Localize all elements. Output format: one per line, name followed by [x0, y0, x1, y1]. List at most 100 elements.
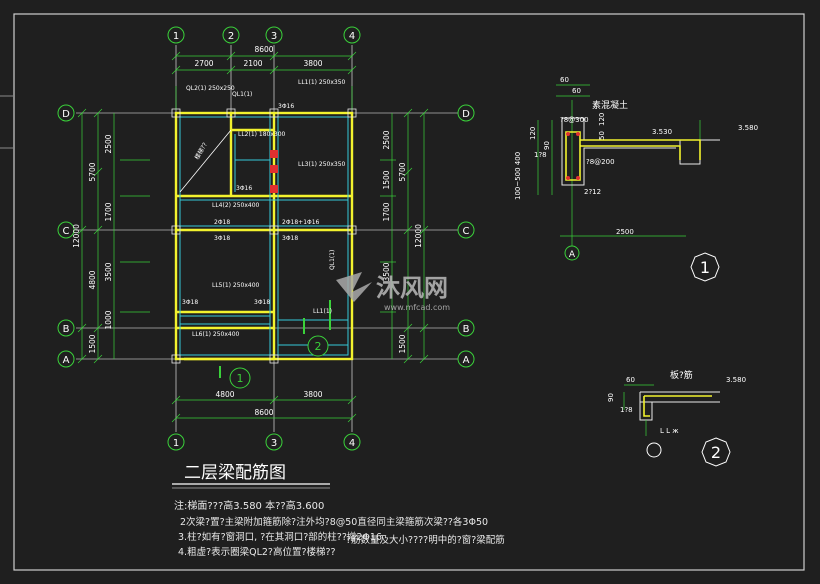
dim-bottom-0: 4800 [215, 390, 234, 399]
d2-section-number: 2 [711, 443, 721, 462]
axis-left-c: C [63, 226, 70, 237]
bar-label-4: 3Φ16 [236, 185, 252, 192]
beam-label-ll1: LL1(1) 250x350 [298, 79, 346, 86]
dim-right-inner-1: 1500 [382, 170, 391, 189]
watermark: 沐风网 www.mfcad.com [336, 272, 450, 312]
axis-top-4: 4 [349, 31, 355, 42]
detail-1: 60 60 素混凝土 3.530 3.580 ?8@300 ?8@200 1?8… [514, 76, 758, 282]
axis-top-1: 1 [173, 31, 179, 42]
detail-2: 60 板?筋 3.580 1?8 L L ж 90 2 [607, 369, 746, 467]
dim-right-inner-3: 3500 [382, 262, 391, 281]
beam-label-ll1-marker: LL1(1) [313, 308, 332, 315]
d1-elev-b: 3.580 [738, 124, 758, 132]
note-4: ?筋数量及大小????明中的?窗?梁配筋 [346, 535, 505, 546]
d1-left-small: 1?8 [534, 151, 547, 159]
d2-left-small: 1?8 [620, 406, 633, 414]
plan-section-1: 1 [237, 372, 244, 385]
beam-label-ll3: LL3(1) 250x350 [298, 161, 346, 168]
axis-right-a: A [463, 355, 470, 366]
watermark-brand: 沐风网 [376, 274, 448, 302]
bar-label-2: 2Φ18+1Φ16 [282, 219, 320, 226]
d1-bar-bot: ?8@200 [586, 158, 615, 166]
d1-mid-dim-0: 50 [598, 131, 606, 140]
dim-left-inner-2: 3500 [104, 262, 113, 281]
note-0: 注:梯面???高3.580 本??高3.600 [174, 501, 325, 512]
dim-left-inner-1: 1700 [104, 202, 113, 221]
dim-top-total: 8600 [254, 45, 273, 54]
d1-dim-top-1: 60 [572, 87, 581, 95]
axis-right-d: D [462, 109, 470, 120]
dim-bottom-1: 3800 [303, 390, 322, 399]
beam-label-ll6: LL6(1) 250x400 [192, 331, 240, 338]
beam-label-ll4: LL4(2) 250x400 [212, 202, 260, 209]
note-2: 3.柱?如有?窗洞口, ?在其洞口?部的柱??增2Φ16 [178, 532, 382, 543]
d1-section-number: 1 [700, 258, 710, 277]
bar-label-1: 3Φ18 [214, 235, 230, 242]
d1-label: 素混凝土 [592, 99, 628, 111]
watermark-url: www.mfcad.com [384, 303, 450, 312]
beam-label-ql1-vertical: QL1(1) [329, 250, 336, 270]
axis-bottom-1: 1 [173, 438, 179, 449]
axis-bubbles [57, 26, 475, 451]
dim-left-inner-0: 2500 [104, 134, 113, 153]
beam-label-ql2: QL2(1) 250x250 [186, 85, 235, 92]
dim-left-total: 12000 [72, 224, 81, 248]
dim-left-seg-1: 4800 [88, 270, 97, 289]
dim-right-inner-0: 2500 [382, 130, 391, 149]
beam-label-ll5: LL5(1) 250x400 [212, 282, 260, 289]
stair-diagonal [179, 129, 232, 193]
d1-left-dim-1: 90 [543, 141, 551, 150]
drawing-border [13, 13, 805, 571]
bar-label-5: 2Φ18 [214, 219, 230, 226]
dim-top-1: 2100 [243, 59, 262, 68]
column-blocks [171, 108, 357, 364]
d1-axis: A [569, 250, 576, 260]
d2-tag: L L ж [660, 427, 679, 435]
d2-axis-circle [646, 442, 662, 458]
watermark-logo-icon [336, 272, 372, 302]
d2-elev: 3.580 [726, 376, 746, 384]
axis-right-b: B [463, 324, 470, 335]
d1-dim-top-0: 60 [560, 76, 569, 84]
columns [270, 150, 278, 193]
bar-label-3: 3Φ18 [282, 235, 298, 242]
note-3: 4.粗虚?表示圈梁QL2?高位置?楼梯?? [178, 547, 336, 558]
bar-label-6: 3Φ18 [182, 299, 198, 306]
axis-top-2: 2 [228, 31, 234, 42]
d1-section-bubble [690, 252, 720, 282]
axis-left-b: B [63, 324, 70, 335]
dim-left-inner-3: 1000 [104, 310, 113, 329]
dim-top-0: 2700 [194, 59, 213, 68]
dim-left-seg-0: 5700 [88, 162, 97, 181]
axis-bottom-3: 3 [271, 438, 277, 449]
plan-section-bubbles: 1 2 [229, 335, 329, 389]
d2-section-bubble [701, 437, 731, 467]
axis-right-c: C [463, 226, 470, 237]
dim-right-inner-2: 1700 [382, 202, 391, 221]
axis-top-3: 3 [271, 31, 277, 42]
dim-right-seg-0: 5700 [398, 162, 407, 181]
dimension-lines [77, 51, 429, 423]
d2-label: 板?筋 [670, 369, 693, 381]
d1-bottom-bar: 2?12 [584, 188, 601, 196]
d1-left-dim-2: 100~500 400 [514, 152, 522, 200]
d2-left-dim: 90 [607, 393, 615, 402]
d1-elev-a: 3.530 [652, 128, 672, 136]
beam-label-ql1: QL1(1) [232, 91, 252, 98]
dim-bottom-total: 8600 [254, 408, 273, 417]
bar-label-7: 3Φ18 [254, 299, 270, 306]
bar-label-0: 3Φ16 [278, 103, 294, 110]
drawing-title: 二层梁配筋图 [184, 463, 286, 483]
d2-dim-top: 60 [626, 376, 635, 384]
d1-span: 2500 [616, 228, 634, 236]
dim-top-2: 3800 [303, 59, 322, 68]
beam-label-ll2: LL2(1) 180x300 [238, 131, 286, 138]
axis-left-a: A [63, 355, 70, 366]
dim-left-seg-2: 1500 [88, 334, 97, 353]
d1-left-dim-0: 120 [529, 127, 537, 140]
dim-right-total: 12000 [414, 224, 423, 248]
axis-bottom-4: 4 [349, 438, 355, 449]
d1-bar-top: ?8@300 [560, 116, 589, 124]
